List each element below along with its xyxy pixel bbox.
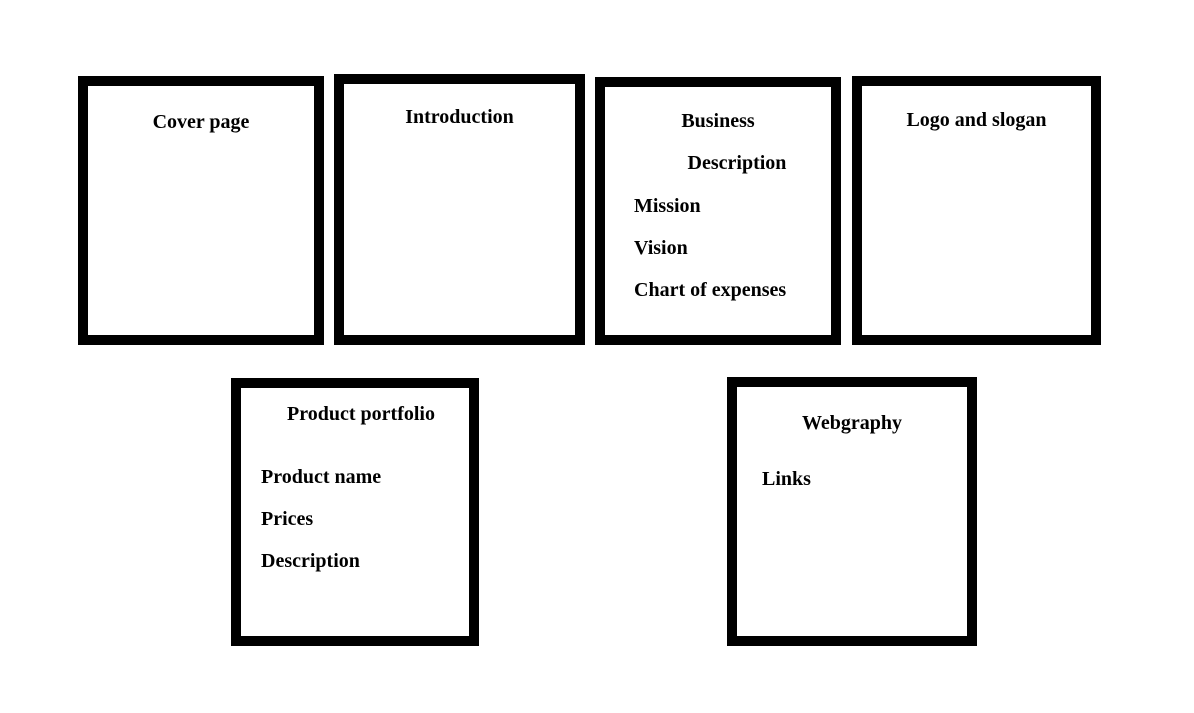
box-title-business: Business [681, 110, 755, 132]
box-item-links: Links [762, 468, 811, 490]
box-title-logo-and-slogan: Logo and slogan [906, 109, 1047, 131]
box-item-mission: Mission [634, 195, 701, 217]
box-inner-product-portfolio: Product portfolio Product name Prices De… [241, 388, 469, 636]
box-item-product-name: Product name [261, 466, 382, 488]
box-inner-webgraphy: Webgraphy Links [737, 387, 967, 636]
box-item-description: Description [261, 550, 360, 572]
wireframe-box-cover-page[interactable]: Cover page [78, 76, 324, 345]
box-item-chart-of-expenses: Chart of expenses [634, 279, 787, 301]
wireframe-box-webgraphy[interactable]: Webgraphy Links [727, 377, 977, 646]
box-item-prices: Prices [261, 508, 314, 530]
box-item-vision: Vision [634, 237, 688, 259]
box-subtitle-business-description: Description [687, 152, 787, 174]
box-title-introduction: Introduction [405, 106, 514, 128]
wireframe-box-logo-and-slogan[interactable]: Logo and slogan [852, 76, 1101, 345]
box-title-cover-page: Cover page [152, 111, 250, 133]
box-inner-business: Business Description Mission Vision Char… [605, 87, 831, 335]
wireframe-box-product-portfolio[interactable]: Product portfolio Product name Prices De… [231, 378, 479, 646]
wireframe-box-introduction[interactable]: Introduction [334, 74, 585, 345]
box-title-webgraphy: Webgraphy [801, 412, 903, 434]
wireframe-box-business[interactable]: Business Description Mission Vision Char… [595, 77, 841, 345]
box-inner-cover-page: Cover page [88, 86, 314, 335]
box-title-product-portfolio: Product portfolio [287, 403, 435, 425]
box-inner-logo-and-slogan: Logo and slogan [862, 86, 1091, 335]
box-inner-introduction: Introduction [344, 84, 575, 335]
